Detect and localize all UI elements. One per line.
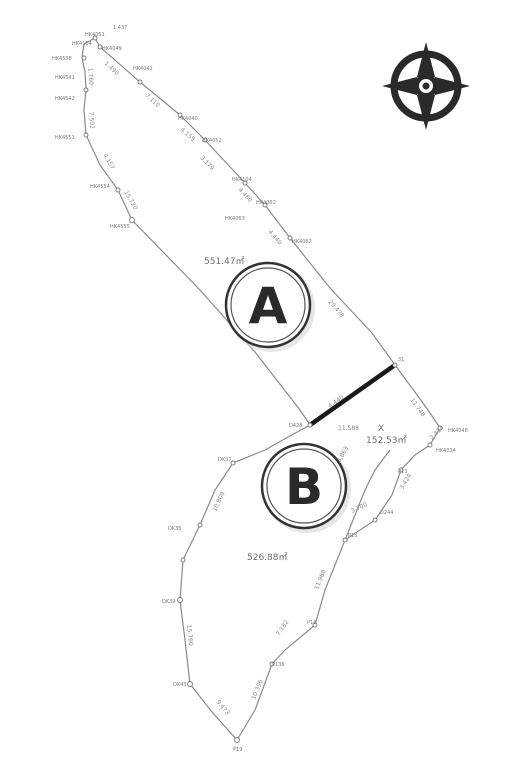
dimension-label: 15.720 xyxy=(122,190,139,212)
vertex xyxy=(129,217,135,223)
parcel-b-badge: B xyxy=(260,442,351,533)
parcel-b-subarea-mark: X xyxy=(378,424,384,434)
vertex xyxy=(81,55,87,61)
dimension-label: 4.157 xyxy=(101,153,116,172)
vertex xyxy=(230,460,236,466)
dimension-label: 1.760 xyxy=(86,68,94,86)
point-label: HK4551 xyxy=(55,135,75,141)
parcel-a-west-boundary xyxy=(81,37,311,426)
point-label: HK4062 xyxy=(292,239,312,245)
vertex xyxy=(177,597,183,603)
dimension-label: 3.179 xyxy=(199,155,216,172)
division-line xyxy=(307,362,398,428)
vertex xyxy=(342,537,348,543)
vertex xyxy=(97,44,103,50)
edge-dimensions: 1.490 7.110 4.159 3.179 4.460 4.440 29.4… xyxy=(86,60,446,716)
point-label: P13 xyxy=(398,469,407,475)
point-label: HK4062 xyxy=(256,200,276,206)
dimension-label: 4.440 xyxy=(266,229,283,247)
point-label: P136 xyxy=(272,662,285,668)
dimension-label: 15.760 xyxy=(185,624,194,646)
point-label: HK4542 xyxy=(55,96,75,102)
parcel-b-area: 526.88㎡ xyxy=(247,552,288,563)
vertex xyxy=(269,661,275,667)
parcel-b-letter: B xyxy=(285,458,323,516)
parcel-b-subarea: 152.53㎡ xyxy=(366,435,407,446)
point-label: HK4052 xyxy=(202,138,222,144)
point-label: HK4040 xyxy=(178,116,198,122)
vertex xyxy=(115,187,121,193)
point-label: HK4104 xyxy=(72,41,92,47)
vertex xyxy=(398,467,404,473)
point-labels: 1.437 HK4051 HK4049 HK4104 HK4041 HK4040… xyxy=(52,25,468,753)
parcel-b-boundary xyxy=(179,424,441,742)
point-label: HK4049 xyxy=(102,46,122,52)
vertex xyxy=(197,522,203,528)
vertex xyxy=(392,362,398,368)
point-label: P16 xyxy=(307,620,316,626)
dimension-label: 11.588 xyxy=(338,425,359,432)
point-label: HK4051 xyxy=(85,32,105,38)
parcel-a-letter: A xyxy=(249,277,288,335)
dimension-label: 3.424 xyxy=(399,472,414,491)
vertex xyxy=(187,681,193,687)
point-label: DK36 xyxy=(168,526,182,532)
dimension-label: 9.473 xyxy=(214,699,231,717)
vertex xyxy=(307,422,313,428)
dimension-label: 3.700 xyxy=(350,501,369,515)
point-label: P15 xyxy=(348,533,357,539)
division-start-label: D428 xyxy=(289,423,302,429)
point-label: D244 xyxy=(380,510,393,516)
vertex xyxy=(312,622,318,628)
vertex xyxy=(202,137,208,143)
vertex xyxy=(234,737,240,743)
point-label: HK4048 xyxy=(448,428,468,434)
dimension-label: 7.182 xyxy=(275,619,291,637)
vertex xyxy=(83,132,89,138)
vertex xyxy=(372,517,378,523)
point-label: P19 xyxy=(233,747,242,753)
vertex xyxy=(262,202,268,208)
point-label: HK4041 xyxy=(133,66,153,72)
point-label: HK4554 xyxy=(90,184,110,190)
vertex xyxy=(177,112,183,118)
parcel-b-inner-boundary xyxy=(344,449,391,541)
dimension-label: 2.414 xyxy=(428,424,445,441)
compass-rose-icon xyxy=(382,42,470,130)
point-label: 1.437 xyxy=(113,25,127,31)
point-label: HK4034 xyxy=(436,448,456,454)
vertex xyxy=(287,235,293,241)
vertex xyxy=(180,557,186,563)
vertex xyxy=(427,442,433,448)
point-label: DK39 xyxy=(162,599,176,605)
point-label: DK37 xyxy=(218,457,232,463)
point-label: HK4104 xyxy=(232,177,252,183)
vertex xyxy=(92,35,98,41)
point-label: HK4541 xyxy=(55,75,75,81)
point-label: HK4555 xyxy=(110,224,130,230)
parcel-a-boundary xyxy=(94,37,441,429)
vertex xyxy=(437,425,443,431)
parcel-a-badge: A xyxy=(224,261,315,352)
point-label: HK4538 xyxy=(52,56,72,62)
division-end-label: 31 xyxy=(398,357,404,363)
vertex xyxy=(242,180,248,186)
parcel-a-area: 551.47㎡ xyxy=(204,256,245,267)
dimension-label: 11.748 xyxy=(408,397,426,418)
dimension-label: 7.502 xyxy=(87,112,95,130)
point-label: DK43 xyxy=(173,682,187,688)
dimension-label: 7.110 xyxy=(144,92,162,109)
vertex xyxy=(137,79,143,85)
survey-vertices xyxy=(81,35,443,743)
point-label: HK4063 xyxy=(225,216,245,222)
vertex xyxy=(83,87,89,93)
